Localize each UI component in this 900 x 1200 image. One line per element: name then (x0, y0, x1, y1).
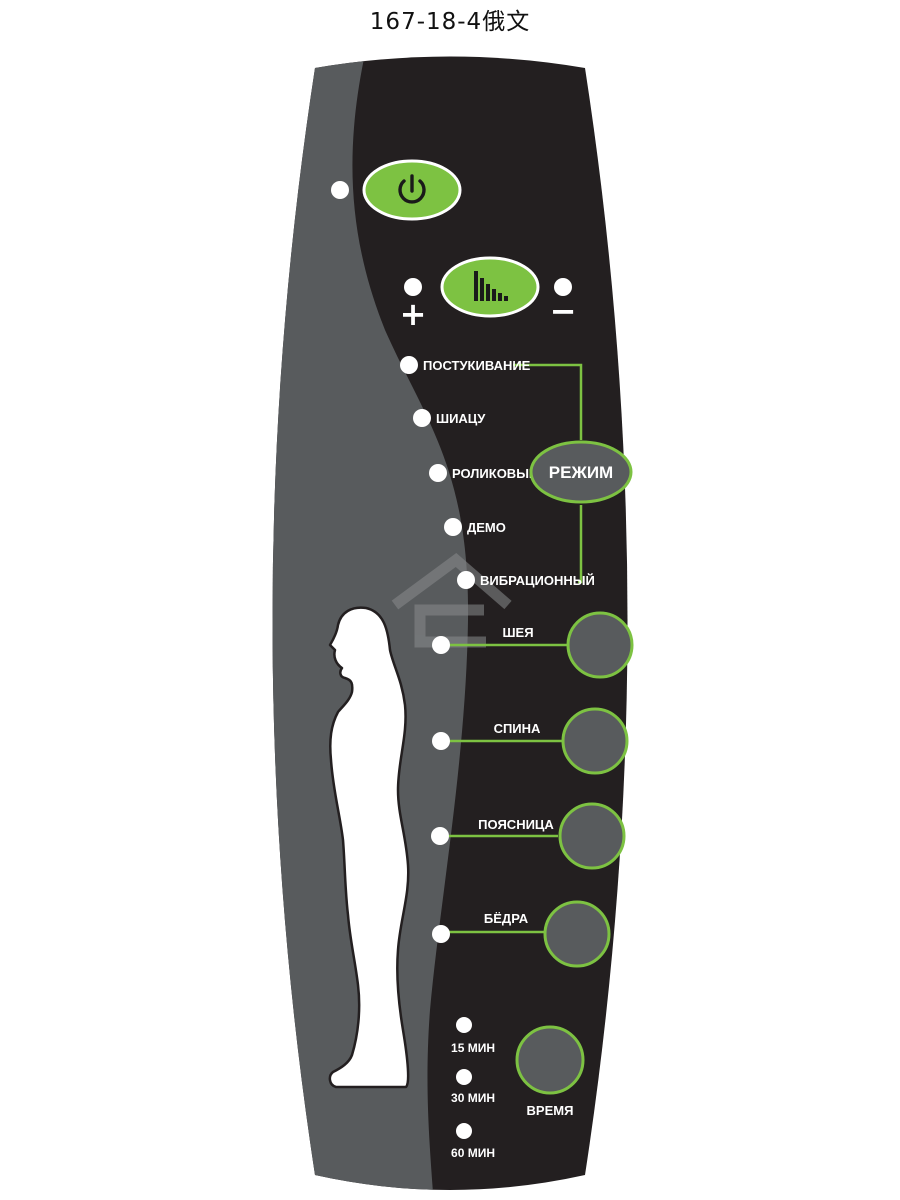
timer-label: 30 МИН (451, 1091, 495, 1105)
mode-item-tapping: ПОСТУКИВАНИЕ (400, 356, 531, 374)
zone-back-button[interactable] (561, 707, 629, 775)
power-icon (398, 174, 426, 204)
intensity-minus-sign: − (550, 292, 577, 330)
zone-hips-button[interactable] (543, 900, 611, 968)
zone-label: СПИНА (494, 721, 541, 736)
mode-label: ПОСТУКИВАНИЕ (423, 358, 531, 373)
power-button[interactable] (362, 159, 462, 221)
zone-hips: БЁДРА (432, 900, 611, 968)
zone-led (431, 827, 449, 845)
timer-label: 60 МИН (451, 1146, 495, 1160)
mode-item-rolling: РОЛИКОВЫЙ (429, 464, 538, 482)
intensity-plus-sign: + (400, 295, 427, 333)
timer-label: 15 МИН (451, 1041, 495, 1055)
timer-led (456, 1017, 472, 1033)
watermark-logo (391, 552, 512, 648)
mode-led (429, 464, 447, 482)
mode-item-vibration: ВИБРАЦИОННЫЙ (457, 571, 595, 589)
mode-label: ВИБРАЦИОННЫЙ (480, 573, 595, 588)
human-silhouette-icon (328, 606, 410, 1089)
mode-button-label: РЕЖИМ (549, 463, 613, 482)
zone-neck: ШЕЯ (432, 611, 634, 679)
timer-option-60: 60 МИН (451, 1123, 495, 1160)
zone-led (432, 925, 450, 943)
zone-label: ШЕЯ (502, 625, 533, 640)
intensity-button[interactable] (440, 256, 540, 318)
timer-option-30: 30 МИН (451, 1069, 495, 1105)
zone-led (432, 732, 450, 750)
zone-lower-back-button[interactable] (558, 802, 626, 870)
mode-label: РОЛИКОВЫЙ (452, 466, 538, 481)
zone-neck-button[interactable] (566, 611, 634, 679)
zone-back: СПИНА (432, 707, 629, 775)
bars-icon (474, 271, 508, 301)
timer-button[interactable] (515, 1025, 585, 1095)
timer-option-15: 15 МИН (451, 1017, 495, 1055)
mode-label: ДЕМО (467, 520, 506, 535)
mode-item-shiatsu: ШИАЦУ (413, 409, 486, 427)
timer-button-label: ВРЕМЯ (527, 1103, 574, 1118)
mode-led (413, 409, 431, 427)
mode-label: ШИАЦУ (436, 411, 486, 426)
intensity-plus-led (404, 278, 422, 296)
document-title: 167-18-4俄文 (369, 9, 531, 35)
intensity-minus-led (554, 278, 572, 296)
zone-label: ПОЯСНИЦА (478, 817, 554, 832)
zone-connector-lines (449, 643, 568, 934)
timer-led (456, 1123, 472, 1139)
mode-connector-lines (513, 363, 583, 584)
zone-label: БЁДРА (484, 911, 529, 926)
mode-led (444, 518, 462, 536)
zone-led (432, 636, 450, 654)
mode-led (400, 356, 418, 374)
mode-item-demo: ДЕМО (444, 518, 506, 536)
mode-led (457, 571, 475, 589)
zone-lower-back: ПОЯСНИЦА (431, 802, 626, 870)
mode-button[interactable]: РЕЖИМ (529, 440, 633, 504)
power-indicator-led (331, 181, 349, 199)
timer-led (456, 1069, 472, 1085)
